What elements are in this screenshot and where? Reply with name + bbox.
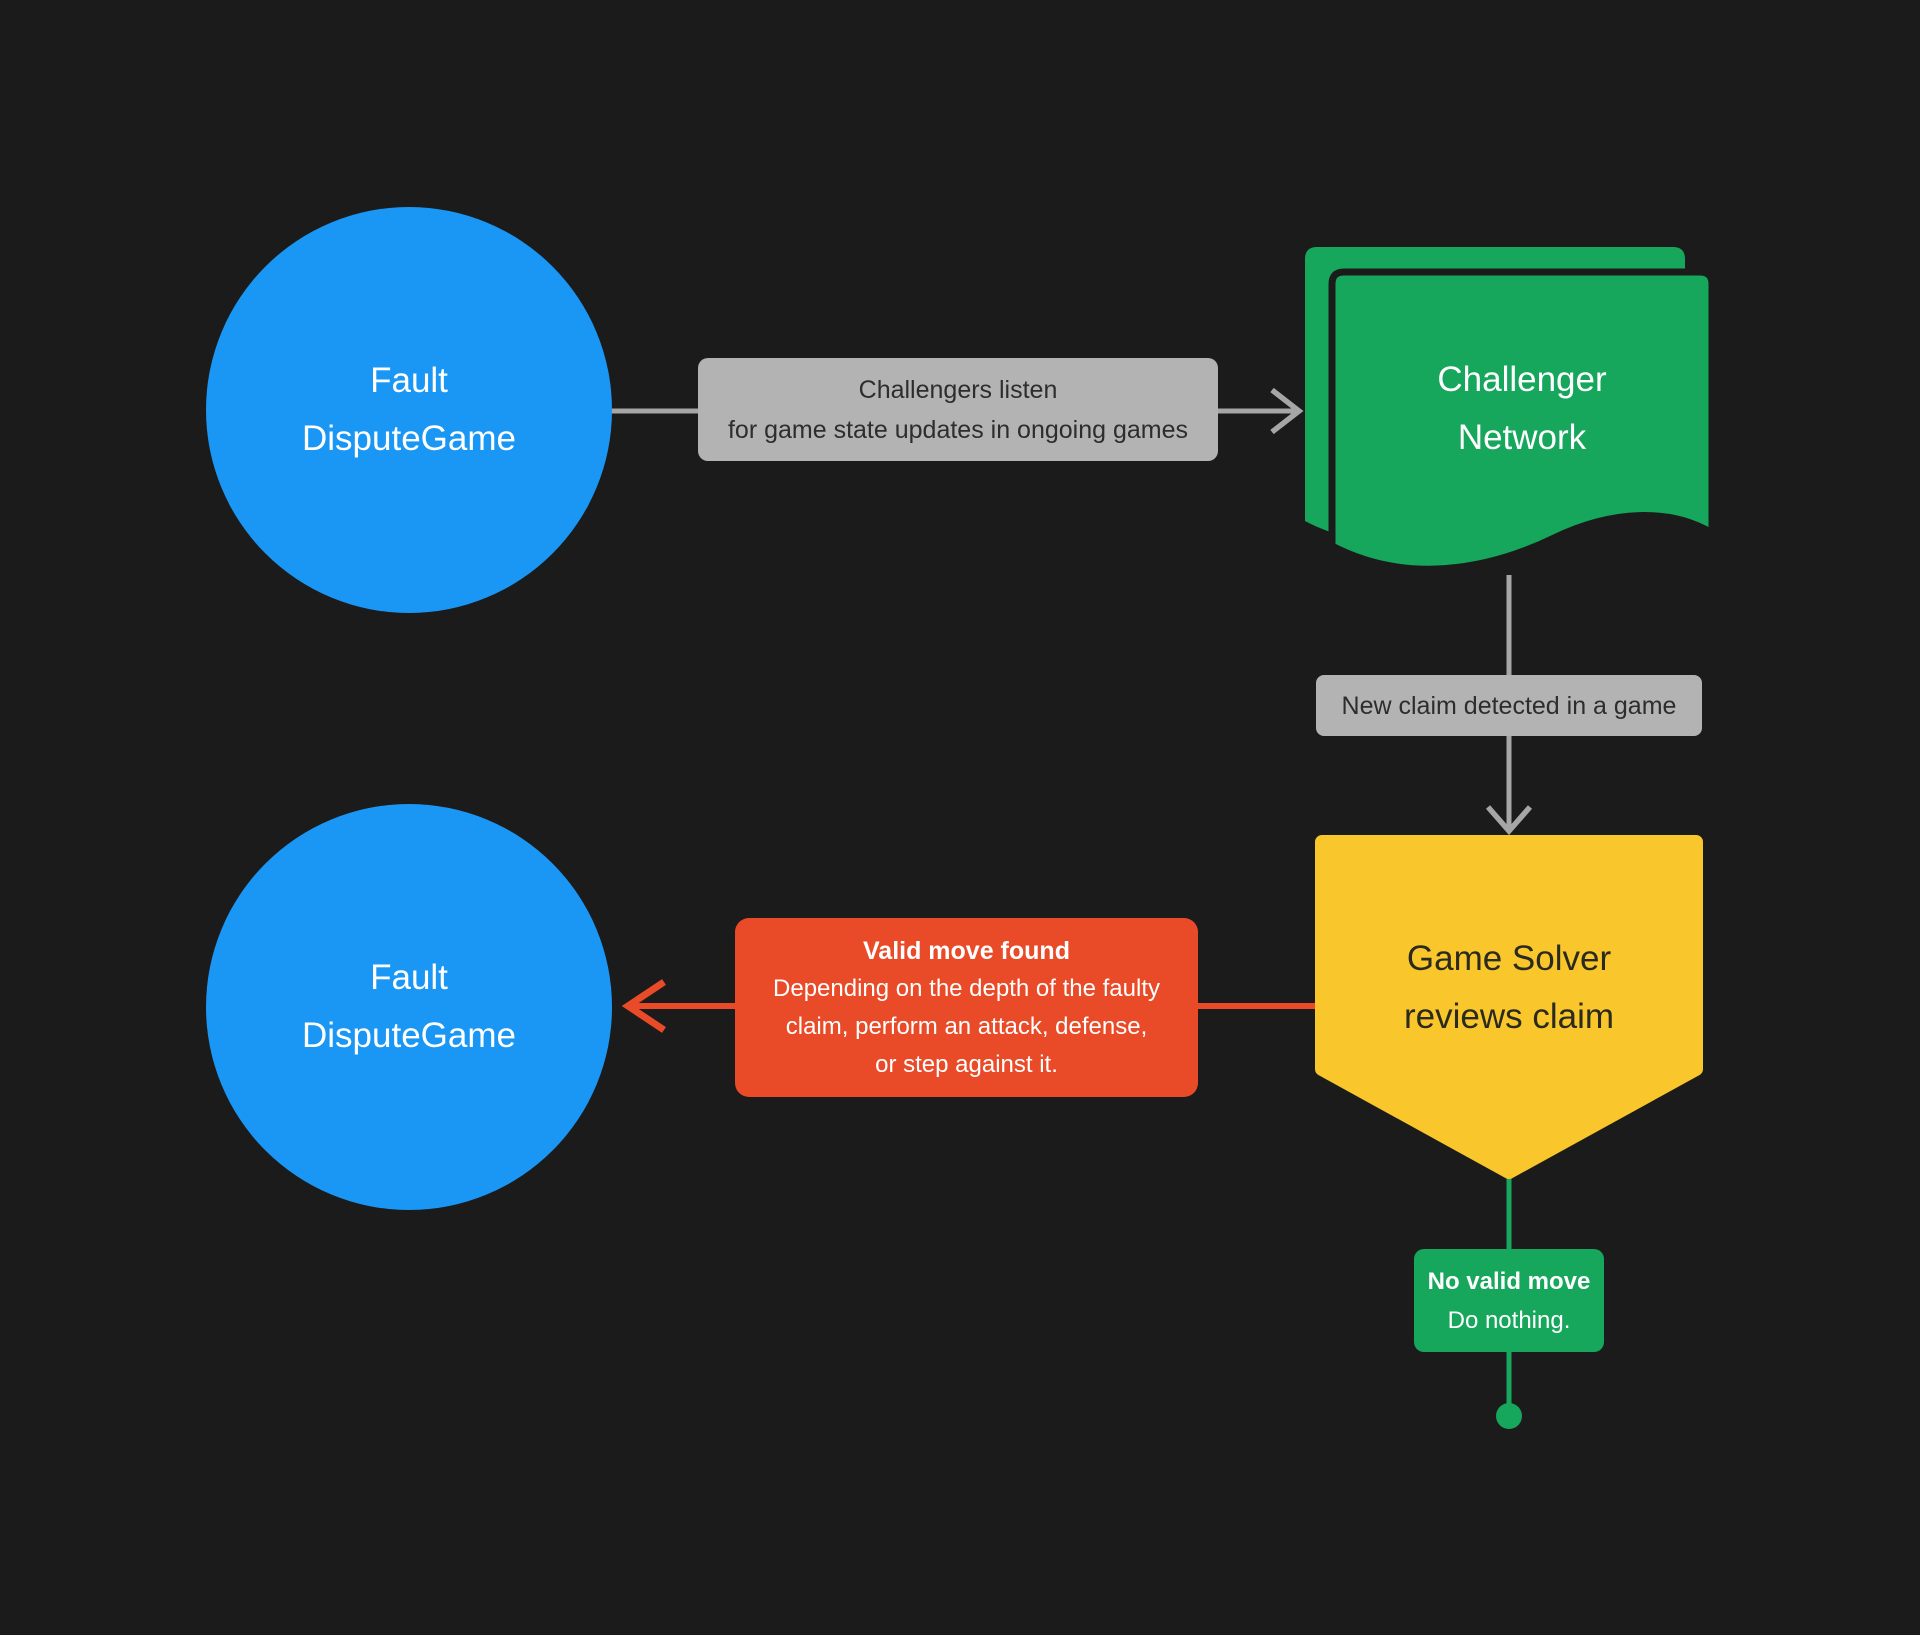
note-body-line: claim, perform an attack, defense, [785, 1012, 1148, 1040]
arrowhead-right-icon [1270, 387, 1304, 435]
node-label-line: Fault [370, 958, 448, 997]
node-fault-disputegame-bottom: Fault DisputeGame [206, 804, 612, 1210]
node-label-line: Fault [370, 361, 448, 400]
node-game-solver-shape [1315, 835, 1703, 1179]
edge-label-challengers-listen: Challengers listen for game state update… [698, 358, 1218, 461]
arrowhead-down-icon [1485, 805, 1533, 836]
note-no-valid-move: No valid move Do nothing. [1414, 1249, 1604, 1352]
edge-label-line: for game state updates in ongoing games [727, 415, 1189, 444]
note-body-line: or step against it. [875, 1050, 1058, 1078]
node-label-line: DisputeGame [302, 1016, 516, 1055]
note-title: Valid move found [863, 936, 1070, 965]
node-challenger-network-shape [1305, 247, 1716, 573]
terminal-dot [1496, 1403, 1522, 1429]
note-body-line: Do nothing. [1447, 1306, 1571, 1334]
note-title: No valid move [1427, 1267, 1591, 1295]
edge-label-new-claim: New claim detected in a game [1316, 675, 1702, 736]
note-valid-move: Valid move found Depending on the depth … [735, 918, 1198, 1097]
node-fault-disputegame-top: Fault DisputeGame [206, 207, 612, 613]
note-body-line: Depending on the depth of the faulty [773, 974, 1160, 1002]
node-label-line: DisputeGame [302, 419, 516, 458]
arrowhead-left-icon [621, 979, 666, 1033]
edge-label-line: Challengers listen [858, 375, 1058, 404]
document-front-shape [1328, 268, 1716, 573]
edge-label-line: New claim detected in a game [1341, 691, 1677, 720]
